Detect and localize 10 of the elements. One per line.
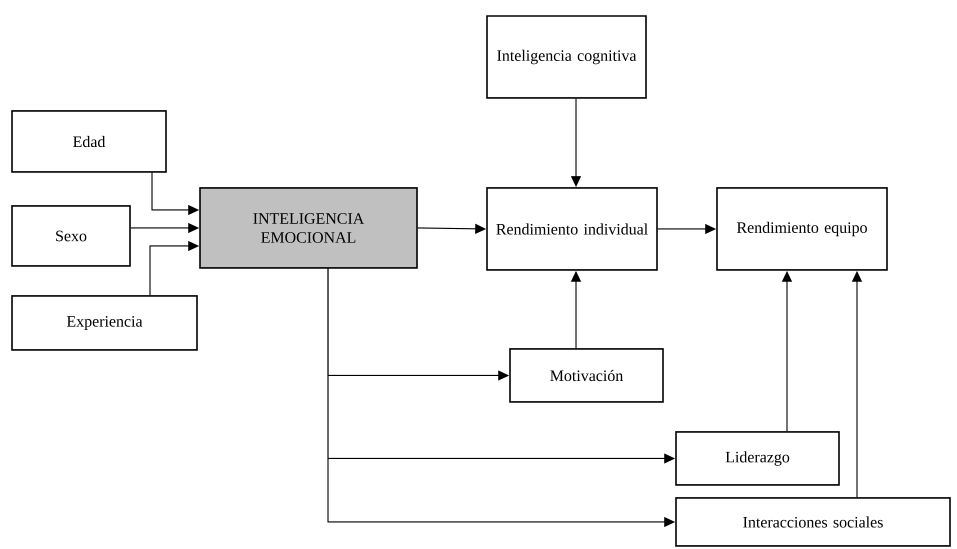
- factor-box: Edad: [11, 110, 167, 173]
- central-box: INTELIGENCIA EMOCIONAL: [199, 187, 418, 269]
- process-box: Interacciones sociales: [675, 497, 951, 547]
- process-box: Inteligencia cognitiva: [486, 15, 647, 99]
- process-box: Rendimiento individual: [486, 187, 658, 271]
- process-box: Motivación: [509, 348, 664, 403]
- process-box: Liderazgo: [675, 431, 840, 486]
- factor-box: Experiencia: [11, 295, 198, 351]
- process-box: Rendimiento equipo: [716, 187, 888, 271]
- factor-box: Sexo: [11, 205, 131, 267]
